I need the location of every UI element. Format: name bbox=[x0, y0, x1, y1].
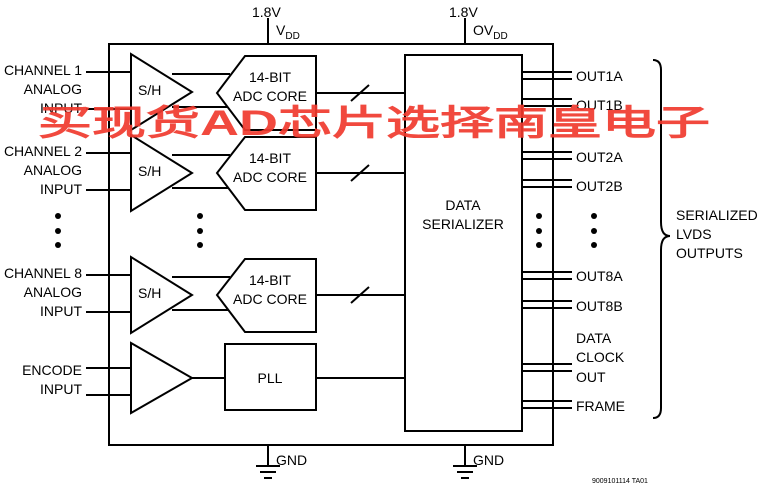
channel-8-sh-amplifier bbox=[130, 255, 194, 335]
channel-1-input-label: CHANNEL 1 ANALOG INPUT bbox=[4, 62, 83, 116]
channel-8-input-label: CHANNEL 8 ANALOG INPUT bbox=[4, 265, 83, 319]
out8b-label: OUT8B bbox=[576, 298, 623, 314]
out1a-label: OUT1A bbox=[576, 68, 623, 84]
out8a-pin bbox=[522, 271, 572, 280]
channel-8-bus-slash bbox=[350, 286, 370, 304]
ellipsis-outputs bbox=[591, 213, 597, 248]
data-serializer bbox=[404, 54, 523, 432]
ellipsis-channels-core bbox=[197, 213, 203, 248]
serialized-outputs-brace bbox=[652, 59, 671, 419]
svg-text:INPUT: INPUT bbox=[40, 100, 82, 116]
channel-2-adc-label-1: 14-BIT bbox=[249, 150, 291, 166]
data-clock-out-label: DATA CLOCK OUT bbox=[576, 330, 625, 385]
svg-text:CLOCK: CLOCK bbox=[576, 349, 625, 365]
svg-text:SERIALIZED: SERIALIZED bbox=[676, 207, 758, 223]
channel-8-sh-label: S/H bbox=[138, 285, 161, 301]
out1a-pin bbox=[522, 71, 572, 80]
channel-2-sh-label: S/H bbox=[138, 163, 161, 179]
svg-text:ANALOG: ANALOG bbox=[24, 162, 82, 178]
svg-text:INPUT: INPUT bbox=[40, 181, 82, 197]
serialized-lvds-outputs-label: SERIALIZED LVDS OUTPUTS bbox=[676, 207, 758, 261]
channel-1-sh-amplifier bbox=[130, 52, 194, 132]
channel-1-adc-label-2: ADC CORE bbox=[233, 88, 307, 104]
frame-pin bbox=[522, 400, 572, 409]
svg-text:LVDS: LVDS bbox=[676, 226, 712, 242]
svg-text:CHANNEL 8: CHANNEL 8 bbox=[4, 265, 82, 281]
out8a-label: OUT8A bbox=[576, 268, 623, 284]
out1b-pin bbox=[522, 98, 572, 107]
channel-2-bus-slash bbox=[350, 164, 370, 182]
out2b-pin bbox=[522, 179, 572, 188]
svg-text:ANALOG: ANALOG bbox=[24, 81, 82, 97]
out2a-pin bbox=[522, 151, 572, 160]
svg-text:INPUT: INPUT bbox=[40, 381, 82, 397]
data-clock-out-pin bbox=[522, 363, 572, 372]
gnd-label-right: GND bbox=[473, 452, 504, 468]
channel-2-sh-amplifier bbox=[130, 133, 194, 213]
channel-8-adc-label-2: ADC CORE bbox=[233, 291, 307, 307]
out8b-pin bbox=[522, 300, 572, 309]
out2a-label: OUT2A bbox=[576, 149, 623, 165]
ellipsis-serializer-out bbox=[536, 213, 542, 248]
out1b-label: OUT1B bbox=[576, 97, 623, 113]
svg-text:DATA: DATA bbox=[576, 330, 612, 346]
pll-block bbox=[224, 343, 317, 411]
figure-id: 9009101114 TA01 bbox=[592, 478, 648, 485]
gnd-label-left: GND bbox=[276, 452, 307, 468]
svg-text:CHANNEL 1: CHANNEL 1 bbox=[4, 62, 82, 78]
svg-text:INPUT: INPUT bbox=[40, 303, 82, 319]
watermark-text: 买现货AD芯片选择南皇电子 bbox=[38, 104, 710, 143]
out2b-label: OUT2B bbox=[576, 178, 623, 194]
frame-label: FRAME bbox=[576, 398, 625, 414]
vdd-label: VDD bbox=[276, 22, 300, 42]
channel-1-sh-label: S/H bbox=[138, 82, 161, 98]
svg-text:ENCODE: ENCODE bbox=[22, 362, 82, 378]
channel-8-adc-label-1: 14-BIT bbox=[249, 272, 291, 288]
gnd-symbol-right bbox=[453, 445, 477, 479]
pll-label: PLL bbox=[258, 370, 283, 386]
ovdd-label: OVDD bbox=[473, 22, 508, 42]
serializer-label-1: DATA bbox=[445, 197, 481, 213]
svg-text:ANALOG: ANALOG bbox=[24, 284, 82, 300]
channel-2-adc-core bbox=[215, 136, 317, 211]
channel-1-bus-slash bbox=[350, 84, 370, 102]
encode-buffer-amplifier bbox=[130, 341, 195, 415]
ellipsis-channels-inputs bbox=[55, 213, 61, 248]
vdd-voltage: 1.8V bbox=[252, 4, 281, 20]
svg-text:CHANNEL 2: CHANNEL 2 bbox=[4, 143, 82, 159]
serializer-label-2: SERIALIZER bbox=[422, 216, 504, 232]
svg-text:OUT: OUT bbox=[576, 369, 606, 385]
channel-2-input-label: CHANNEL 2 ANALOG INPUT bbox=[4, 143, 83, 197]
ovdd-voltage: 1.8V bbox=[449, 4, 478, 20]
gnd-symbol-left bbox=[256, 445, 280, 479]
channel-1-adc-core bbox=[215, 55, 317, 131]
svg-text:OUTPUTS: OUTPUTS bbox=[676, 245, 743, 261]
channel-8-adc-core bbox=[215, 258, 317, 333]
chip-outline bbox=[108, 43, 554, 446]
encode-input-label: ENCODE INPUT bbox=[22, 362, 82, 397]
channel-1-adc-label-1: 14-BIT bbox=[249, 69, 291, 85]
channel-2-adc-label-2: ADC CORE bbox=[233, 169, 307, 185]
